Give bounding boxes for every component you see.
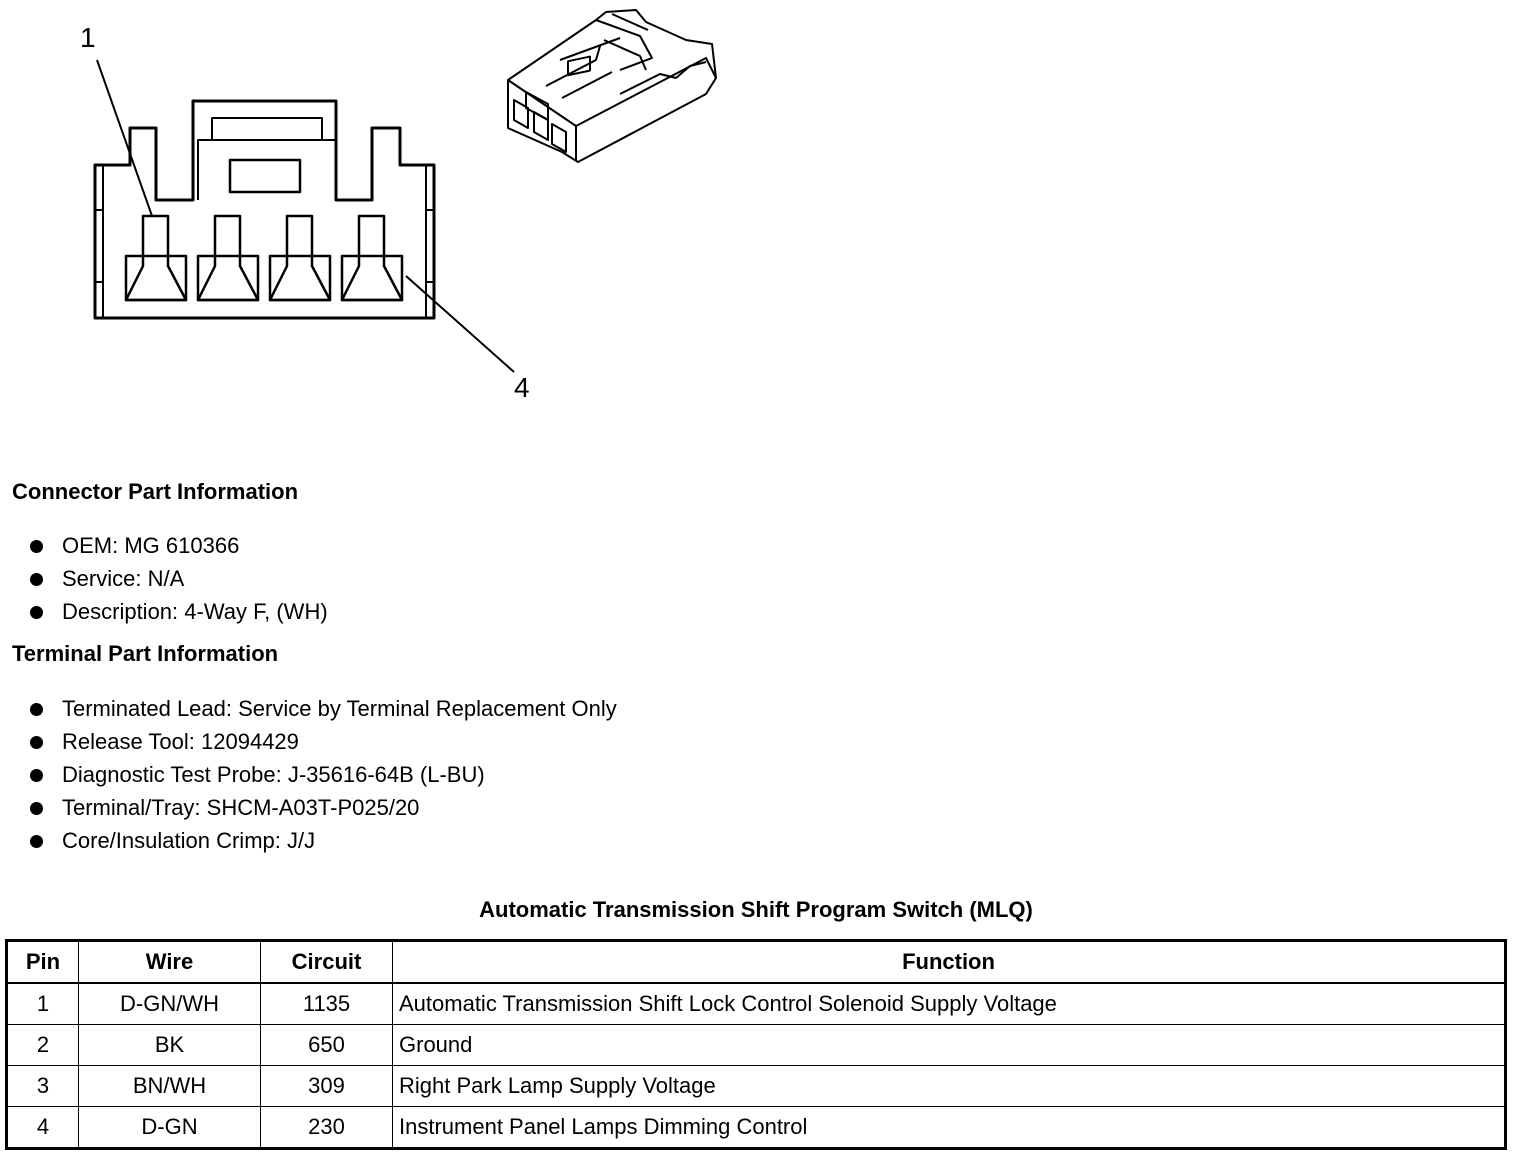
terminal-cavity-4 (340, 214, 404, 302)
list-item: Terminated Lead: Service by Terminal Rep… (28, 696, 617, 729)
cell-pin: 1 (6, 982, 79, 1025)
bullet-icon (30, 606, 43, 619)
cell-wire: D-GN/WH (78, 982, 261, 1025)
list-item-text: OEM: MG 610366 (62, 533, 240, 558)
table-caption: Automatic Transmission Shift Program Swi… (479, 897, 1033, 922)
list-item-text: Diagnostic Test Probe: J-35616-64B (L-BU… (62, 762, 485, 787)
table-header-row: Pin Wire Circuit Function (6, 940, 1506, 984)
cell-pin: 4 (6, 1106, 79, 1149)
cell-function: Instrument Panel Lamps Dimming Control (392, 1106, 1506, 1149)
bullet-icon (30, 540, 43, 553)
cell-pin: 2 (6, 1024, 79, 1066)
connector-housing (93, 99, 436, 320)
terminal-part-info-list: Terminated Lead: Service by Terminal Rep… (28, 696, 617, 861)
list-item-text: Release Tool: 12094429 (62, 729, 299, 754)
cell-wire: D-GN (78, 1106, 261, 1149)
cell-wire: BN/WH (78, 1065, 261, 1107)
connector-diagram: 1 4 (0, 0, 740, 420)
table-row: 3 BN/WH 309 Right Park Lamp Supply Volta… (6, 1065, 1506, 1107)
list-item: Description: 4-Way F, (WH) (28, 599, 328, 632)
list-item-text: Core/Insulation Crimp: J/J (62, 828, 316, 853)
bullet-icon (30, 736, 43, 749)
table-row: 2 BK 650 Ground (6, 1024, 1506, 1066)
connector-part-info-list: OEM: MG 610366 Service: N/A Description:… (28, 533, 328, 632)
list-item: Diagnostic Test Probe: J-35616-64B (L-BU… (28, 762, 617, 795)
column-header-function: Function (392, 940, 1506, 984)
connector-isometric-drawing (507, 9, 717, 163)
latch-window (211, 117, 323, 141)
callout-label-1: 1 (80, 22, 96, 53)
cell-circuit: 1135 (260, 982, 393, 1025)
cell-function: Ground (392, 1024, 1506, 1066)
pinout-table: Pin Wire Circuit Function 1 D-GN/WH 1135… (5, 939, 1507, 1150)
column-header-circuit: Circuit (260, 940, 393, 984)
cell-circuit: 309 (260, 1065, 393, 1107)
cell-circuit: 230 (260, 1106, 393, 1149)
list-item-text: Description: 4-Way F, (WH) (62, 599, 328, 624)
leader-line-1 (96, 59, 153, 217)
column-header-wire: Wire (78, 940, 261, 984)
bullet-icon (30, 835, 43, 848)
cell-wire: BK (78, 1024, 261, 1066)
bullet-icon (30, 573, 43, 586)
leader-line-4 (405, 275, 515, 373)
list-item: Service: N/A (28, 566, 328, 599)
cell-function: Right Park Lamp Supply Voltage (392, 1065, 1506, 1107)
list-item-text: Service: N/A (62, 566, 185, 591)
terminal-cavity-2 (196, 214, 260, 302)
latch-slot (228, 158, 302, 194)
terminal-part-info-heading: Terminal Part Information (12, 641, 279, 666)
bullet-icon (30, 703, 43, 716)
table-row: 4 D-GN 230 Instrument Panel Lamps Dimmin… (6, 1106, 1506, 1149)
list-item-text: Terminated Lead: Service by Terminal Rep… (62, 696, 617, 721)
list-item: OEM: MG 610366 (28, 533, 328, 566)
cell-pin: 3 (6, 1065, 79, 1107)
list-item: Terminal/Tray: SHCM-A03T-P025/20 (28, 795, 617, 828)
connector-face-drawing (93, 9, 717, 373)
bullet-icon (30, 802, 43, 815)
cell-function: Automatic Transmission Shift Lock Contro… (392, 982, 1506, 1025)
bullet-icon (30, 769, 43, 782)
list-item: Release Tool: 12094429 (28, 729, 617, 762)
terminal-cavity-3 (268, 214, 332, 302)
connector-part-info-heading: Connector Part Information (12, 479, 299, 504)
terminal-cavity-1 (124, 214, 188, 302)
table-row: 1 D-GN/WH 1135 Automatic Transmission Sh… (6, 982, 1506, 1025)
list-item: Core/Insulation Crimp: J/J (28, 828, 617, 861)
column-header-pin: Pin (6, 940, 79, 984)
list-item-text: Terminal/Tray: SHCM-A03T-P025/20 (62, 795, 420, 820)
callout-label-4: 4 (514, 372, 530, 403)
cell-circuit: 650 (260, 1024, 393, 1066)
